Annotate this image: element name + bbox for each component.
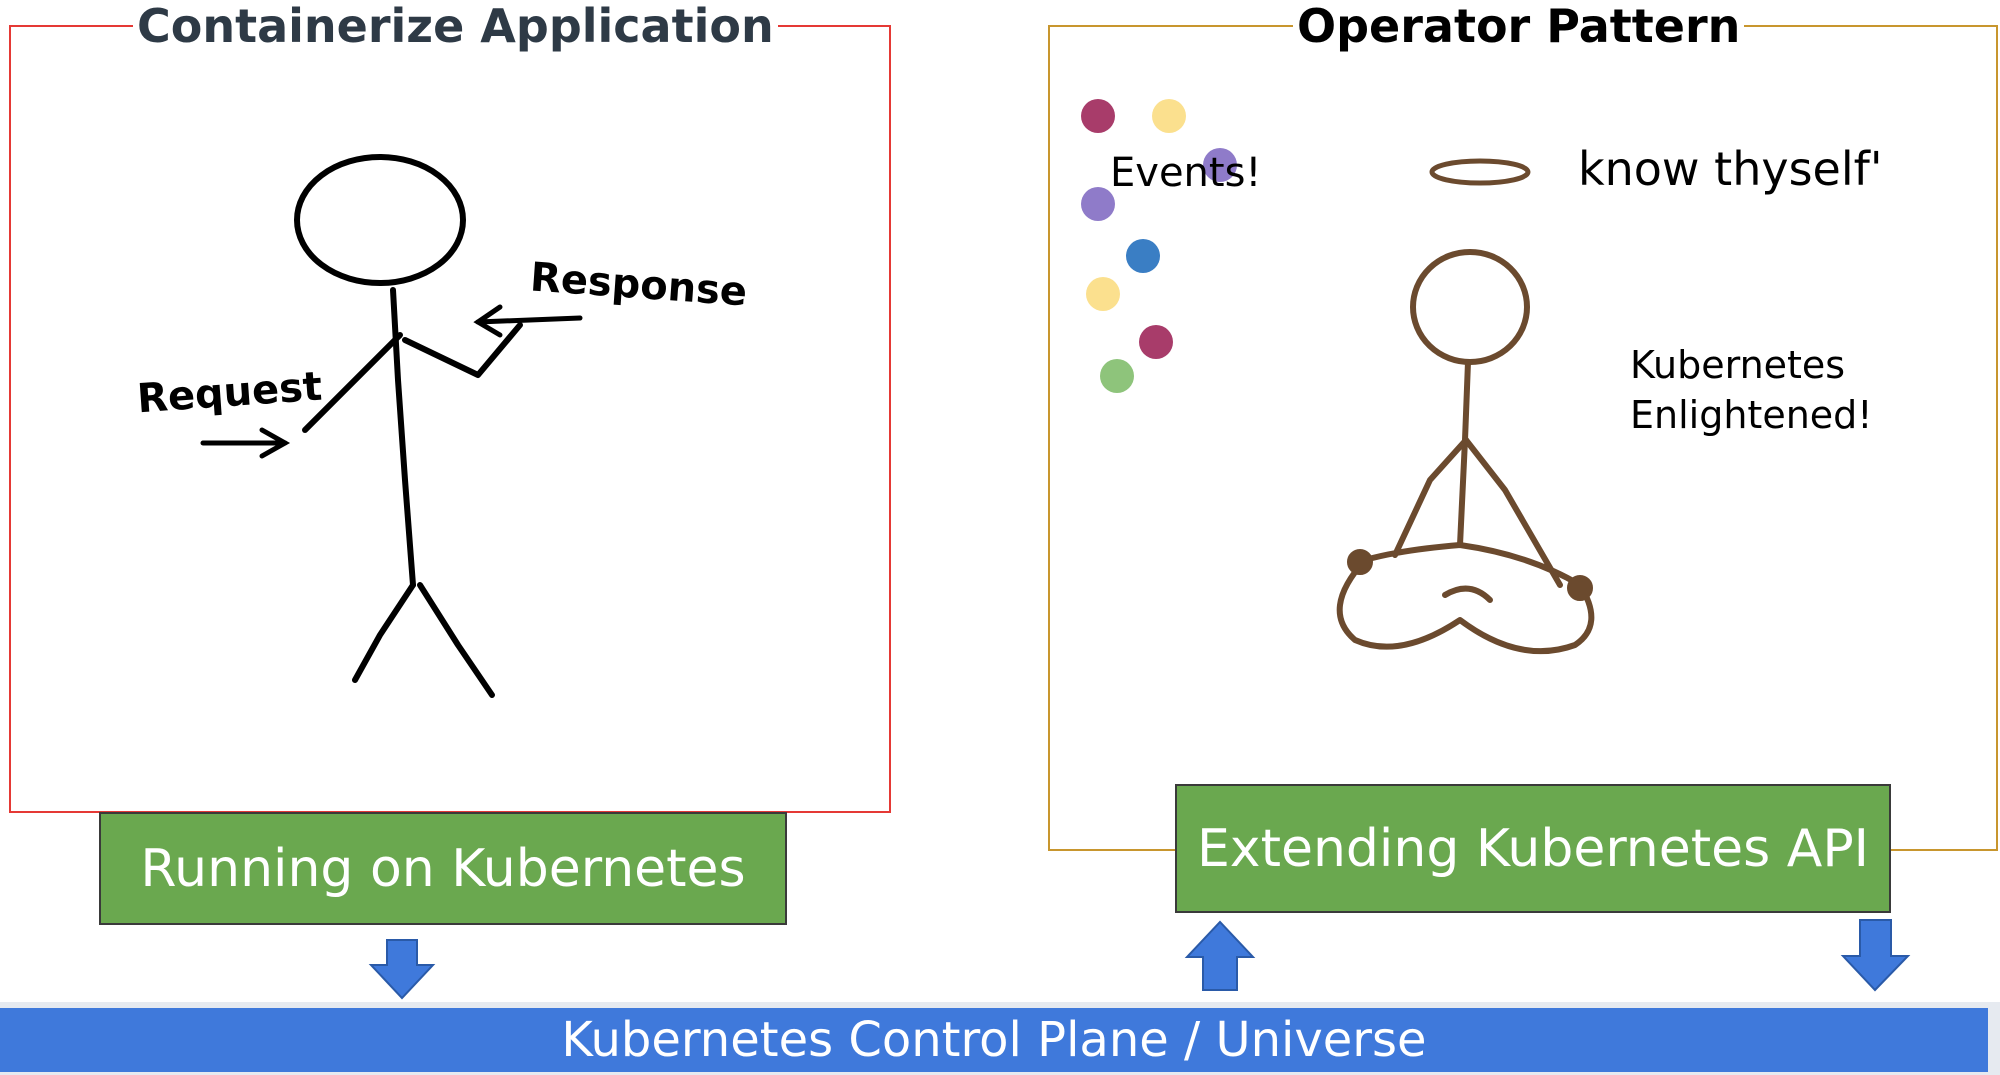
kubernetes-enlightened-line-2: Enlightened! (1630, 393, 1873, 437)
response-arrow (473, 304, 583, 338)
kubernetes-control-plane-bar: Kubernetes Control Plane / Universe (0, 1008, 1988, 1072)
event-dot (1081, 99, 1115, 133)
event-dot (1086, 277, 1120, 311)
meditating-stick-figure (1336, 249, 1595, 655)
meditating-figure-left-hand (1347, 549, 1373, 575)
meditating-figure-legs (1336, 542, 1595, 655)
meditating-figure-hands (1442, 585, 1493, 603)
up-arrow (1184, 920, 1256, 991)
event-dot (1126, 239, 1160, 273)
request-arrow (200, 427, 291, 459)
meditating-figure-right-hand (1567, 575, 1593, 601)
application-stick-figure (294, 154, 523, 698)
application-figure-left-leg (352, 582, 416, 683)
event-dots (1081, 99, 1237, 393)
kubernetes-enlightened-label: Kubernetes Enlightened! (1630, 340, 1873, 440)
application-figure-right-arm (402, 322, 523, 378)
meditating-figure-right-arm (1463, 437, 1563, 588)
operator-pattern-title: Operator Pattern (1293, 0, 1745, 53)
meditating-figure-head (1410, 249, 1530, 365)
down-arrow-right (1840, 919, 1911, 992)
event-dot (1081, 187, 1115, 221)
know-thyself-label: know thyself' (1578, 142, 1883, 196)
down-arrow-left (368, 939, 436, 1000)
running-on-kubernetes-box: Running on Kubernetes (99, 812, 787, 925)
application-figure-head (294, 154, 466, 286)
extending-kubernetes-api-box: Extending Kubernetes API (1175, 784, 1891, 913)
event-dot (1203, 148, 1237, 182)
meditating-figure-left-arm (1392, 437, 1469, 558)
event-dot (1152, 99, 1186, 133)
application-figure-torso (390, 287, 416, 588)
containerize-application-panel: Containerize Application (9, 0, 891, 813)
kubernetes-enlightened-line-1: Kubernetes (1630, 343, 1846, 387)
event-dot (1100, 359, 1134, 393)
events-label: Events! (1110, 150, 1262, 196)
halo-icon (1429, 158, 1531, 186)
meditating-figure-torso (1457, 359, 1471, 548)
application-figure-right-leg (417, 582, 495, 698)
application-figure-left-arm (302, 332, 403, 433)
containerize-application-title: Containerize Application (133, 0, 778, 53)
event-dot (1139, 325, 1173, 359)
